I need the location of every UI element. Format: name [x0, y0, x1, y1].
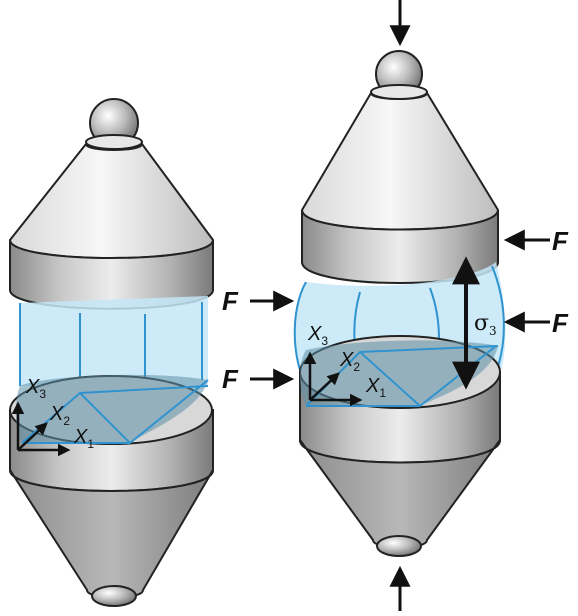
- force-label-left-upper: F: [222, 286, 239, 316]
- left-x3-label: X3: [25, 376, 46, 401]
- bottom-ball: [91, 585, 137, 607]
- top-cone-tip: [370, 84, 428, 100]
- right-x3-label: X3: [307, 323, 328, 348]
- left-x1-label: X1: [73, 426, 94, 451]
- top-platen: [301, 209, 499, 284]
- right-sample-base: [300, 340, 498, 406]
- top-cone: [300, 89, 500, 231]
- left-assembly: X3 X2 X1: [8, 98, 215, 607]
- left-axes: X3 X2 X1: [11, 376, 94, 457]
- right-x2-label: X2: [339, 349, 360, 374]
- top-cone: [8, 140, 215, 259]
- bottom-ball: [376, 535, 422, 557]
- left-sample-base: [15, 374, 208, 443]
- force-label-right-lower: F: [552, 308, 569, 338]
- left-x2-label: X2: [49, 403, 70, 428]
- left-sample-cube: [19, 296, 208, 393]
- top-cone-tip: [85, 134, 143, 150]
- force-label-right-upper: F: [552, 226, 569, 256]
- right-assembly: σ3 X3 X2 X1 F F F F: [222, 0, 569, 611]
- right-x1-label: X1: [365, 375, 386, 400]
- stress-sigma3-label: σ3: [474, 311, 497, 338]
- force-label-left-lower: F: [222, 364, 239, 394]
- right-axes: X3 X2 X1: [303, 323, 386, 407]
